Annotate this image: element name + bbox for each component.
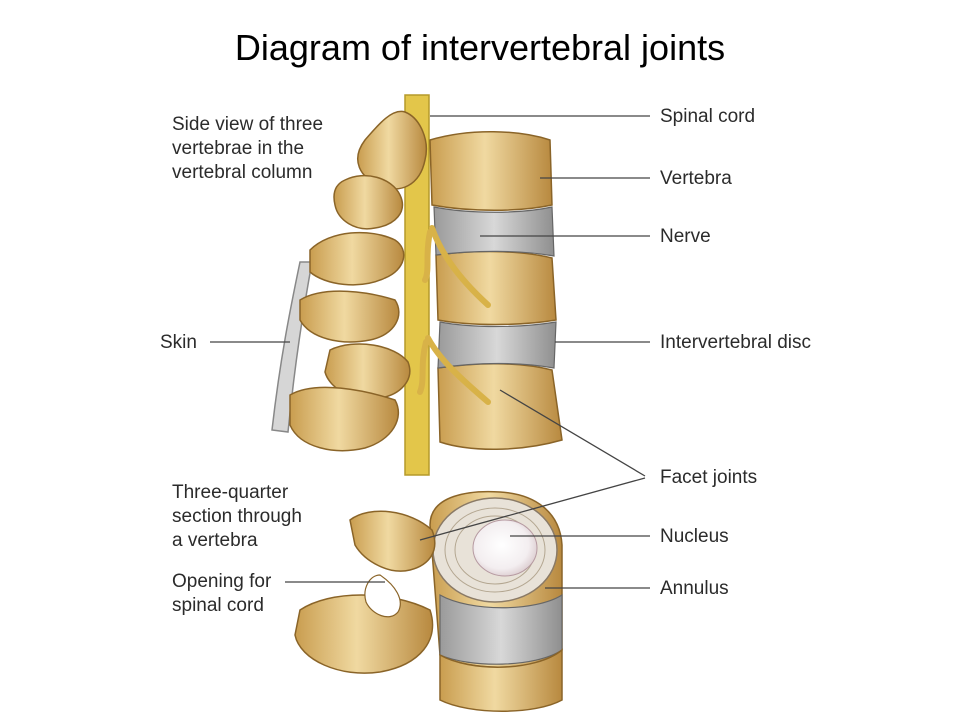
page-title: Diagram of intervertebral joints: [234, 27, 726, 68]
leader-lines: [210, 115, 650, 589]
label-opening: Opening for spinal cord: [172, 571, 272, 616]
label-three-quarter: Three-quarter section through a vertebra: [172, 482, 302, 551]
leader-facet-joints-b: [419, 477, 646, 541]
label-vertebra: Vertebra: [660, 168, 732, 189]
cross-section-shape: [294, 490, 563, 712]
label-facet-joints: Facet joints: [660, 467, 758, 488]
label-spinal-cord: Spinal cord: [660, 106, 756, 127]
nerves-shape: [417, 225, 491, 405]
label-skin: Skin: [160, 332, 197, 353]
intervertebral-discs-shape: [433, 206, 557, 369]
label-annulus: Annulus: [660, 578, 729, 599]
label-side-view: Side view of three vertebrae in the vert…: [172, 114, 324, 183]
label-nerve: Nerve: [660, 226, 711, 247]
label-nucleus: Nucleus: [660, 526, 729, 547]
posterior-processes-shape: [289, 110, 427, 452]
label-intervertebral-disc: Intervertebral disc: [660, 332, 812, 353]
vertebral-bodies-shape: [429, 131, 563, 450]
leader-facet-joints-a: [499, 389, 646, 477]
